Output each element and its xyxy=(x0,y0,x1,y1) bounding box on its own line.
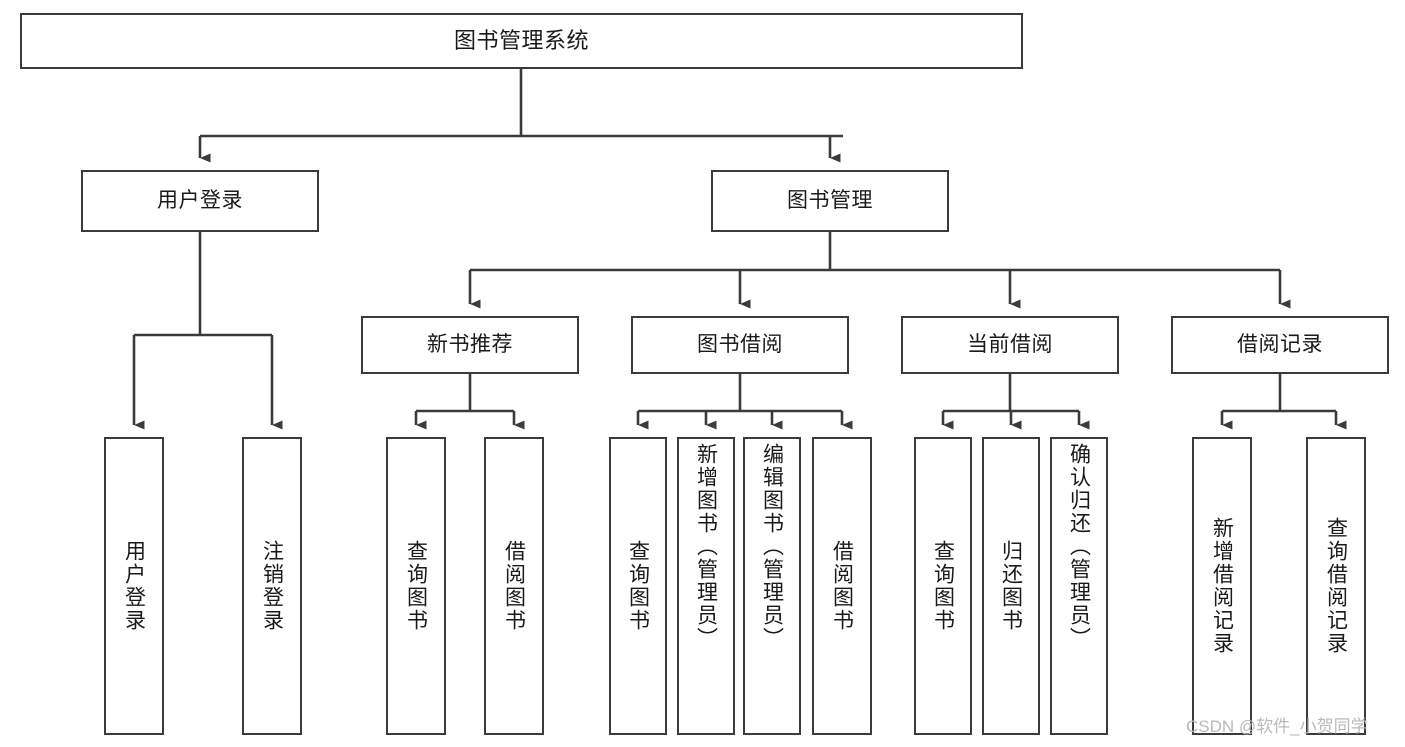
node-leaf-return-book-label: 归还图书 xyxy=(999,540,1023,632)
node-book-manage[interactable]: 图书管理 xyxy=(711,170,949,232)
node-leaf-query-book-cb-label: 查询图书 xyxy=(931,540,955,632)
node-leaf-query-record-label: 查询借阅记录 xyxy=(1324,517,1348,655)
node-leaf-query-book-bb-label: 查询图书 xyxy=(626,540,650,632)
node-leaf-edit-book-label: 编辑图书（管理员） xyxy=(760,443,784,650)
node-leaf-add-record[interactable]: 新增借阅记录 xyxy=(1192,437,1252,735)
node-book-borrow[interactable]: 图书借阅 xyxy=(631,316,849,374)
node-leaf-user-login[interactable]: 用户登录 xyxy=(104,437,164,735)
node-root[interactable]: 图书管理系统 xyxy=(20,13,1023,69)
node-leaf-logout-label: 注销登录 xyxy=(260,540,284,632)
node-current-borrow-label: 当前借阅 xyxy=(967,332,1053,356)
node-leaf-return-book[interactable]: 归还图书 xyxy=(982,437,1040,735)
node-leaf-query-book-bb[interactable]: 查询图书 xyxy=(609,437,667,735)
node-leaf-borrow-book-bb[interactable]: 借阅图书 xyxy=(812,437,872,735)
node-leaf-query-book-rec[interactable]: 查询图书 xyxy=(386,437,446,735)
node-leaf-add-record-label: 新增借阅记录 xyxy=(1210,517,1234,655)
node-leaf-query-book-rec-label: 查询图书 xyxy=(404,540,428,632)
node-root-label: 图书管理系统 xyxy=(453,28,589,54)
watermark-text: CSDN @软件_小贺同学 xyxy=(1186,717,1368,736)
node-book-manage-label: 图书管理 xyxy=(787,188,873,212)
node-leaf-edit-book[interactable]: 编辑图书（管理员） xyxy=(743,437,801,735)
node-leaf-borrow-book-bb-label: 借阅图书 xyxy=(830,540,854,632)
node-leaf-confirm-return[interactable]: 确认归还（管理员） xyxy=(1050,437,1108,735)
node-new-book-rec[interactable]: 新书推荐 xyxy=(361,316,579,374)
node-leaf-query-record[interactable]: 查询借阅记录 xyxy=(1306,437,1366,735)
node-current-borrow[interactable]: 当前借阅 xyxy=(901,316,1119,374)
node-borrow-record[interactable]: 借阅记录 xyxy=(1171,316,1389,374)
node-leaf-logout[interactable]: 注销登录 xyxy=(242,437,302,735)
node-user-login[interactable]: 用户登录 xyxy=(81,170,319,232)
node-leaf-add-book-label: 新增图书（管理员） xyxy=(694,443,718,650)
node-borrow-record-label: 借阅记录 xyxy=(1237,332,1323,356)
node-book-borrow-label: 图书借阅 xyxy=(697,332,783,356)
node-user-login-label: 用户登录 xyxy=(157,188,243,212)
node-new-book-rec-label: 新书推荐 xyxy=(427,332,513,356)
node-leaf-confirm-return-label: 确认归还（管理员） xyxy=(1067,443,1091,650)
node-leaf-query-book-cb[interactable]: 查询图书 xyxy=(914,437,972,735)
node-leaf-borrow-book-rec[interactable]: 借阅图书 xyxy=(484,437,544,735)
node-leaf-add-book[interactable]: 新增图书（管理员） xyxy=(677,437,735,735)
node-leaf-borrow-book-rec-label: 借阅图书 xyxy=(502,540,526,632)
node-leaf-user-login-label: 用户登录 xyxy=(122,540,146,632)
